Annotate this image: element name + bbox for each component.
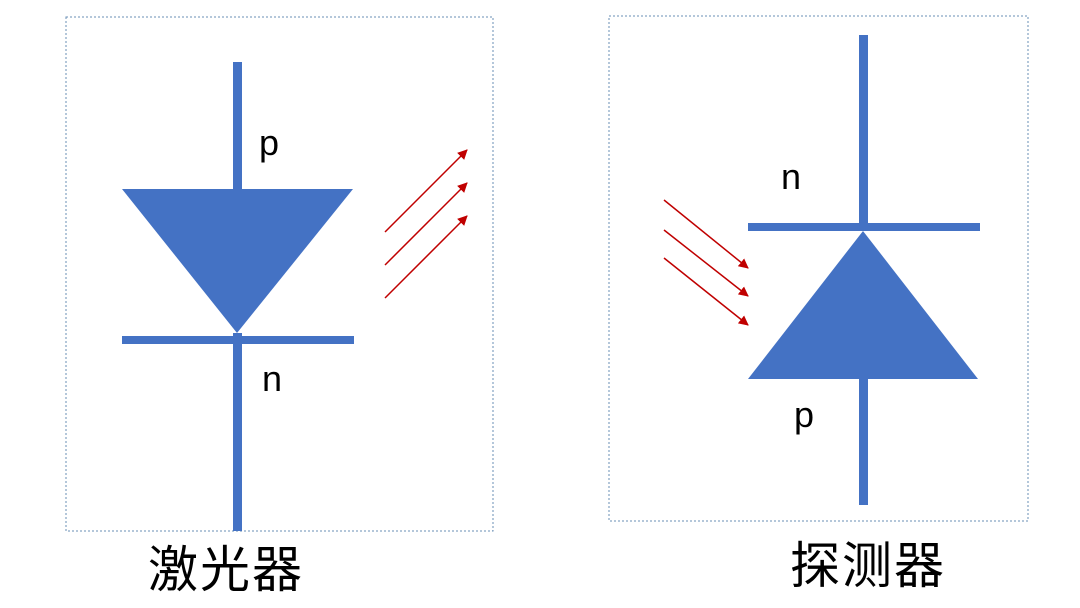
detector-triangle xyxy=(748,231,978,379)
detector-frame xyxy=(608,15,1029,522)
light-arrow xyxy=(384,149,468,233)
detector-bottom-lead xyxy=(859,375,868,505)
light-arrow xyxy=(663,257,749,326)
laser-triangle xyxy=(122,189,353,333)
laser-emitted-light xyxy=(384,149,468,299)
laser-top-lead xyxy=(233,62,242,197)
detector-panel: n p xyxy=(608,15,1029,522)
light-arrow xyxy=(384,215,468,299)
laser-top-label: p xyxy=(259,122,279,163)
light-arrow xyxy=(384,182,468,266)
detector-diode-symbol xyxy=(748,35,980,505)
light-arrow xyxy=(663,199,749,269)
detector-cathode-bar xyxy=(748,223,980,231)
laser-diode-symbol xyxy=(122,62,354,531)
laser-bottom-label: n xyxy=(262,358,282,399)
laser-panel: p n xyxy=(65,16,494,532)
detector-top-label: n xyxy=(781,156,801,197)
detector-incident-light xyxy=(663,199,749,326)
light-arrow xyxy=(663,229,749,297)
laser-bottom-lead xyxy=(233,333,242,531)
detector-caption: 探测器 xyxy=(790,537,946,595)
laser-caption: 激光器 xyxy=(148,541,304,599)
detector-top-lead xyxy=(859,35,868,231)
detector-bottom-label: p xyxy=(794,394,814,435)
laser-frame xyxy=(65,16,494,532)
